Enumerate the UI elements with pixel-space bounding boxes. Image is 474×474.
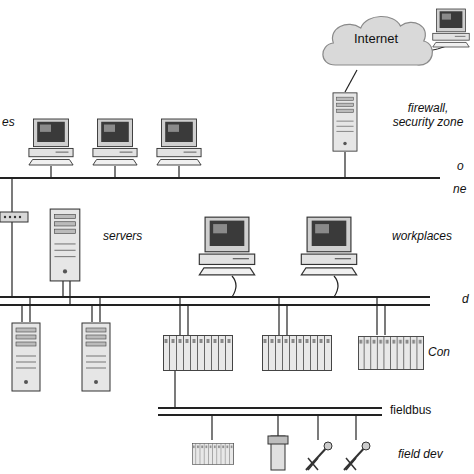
cable xyxy=(345,70,357,92)
group-label: servers xyxy=(103,230,142,244)
cloud-label: Internet xyxy=(354,31,398,46)
cable xyxy=(278,297,279,335)
field-valve xyxy=(344,442,370,470)
cable xyxy=(384,305,385,335)
cable xyxy=(11,178,12,212)
cut-label: d xyxy=(462,293,469,307)
cable xyxy=(187,305,188,335)
cable xyxy=(277,415,278,436)
cable xyxy=(11,222,12,298)
workplace-pc xyxy=(199,217,254,275)
cable xyxy=(69,280,70,305)
cut-label: es xyxy=(2,116,15,130)
plant-bus xyxy=(0,304,430,306)
cable xyxy=(355,415,356,440)
fieldbus-line xyxy=(158,414,382,416)
remote-pc xyxy=(433,9,469,47)
field-io-rack xyxy=(192,444,233,465)
cable xyxy=(317,415,318,440)
cable xyxy=(91,305,92,322)
cable xyxy=(99,297,100,322)
office-pc xyxy=(93,119,137,165)
cable xyxy=(178,166,179,178)
group-label: field dev xyxy=(398,448,443,462)
firewall-server xyxy=(333,93,357,151)
plant-bus xyxy=(0,296,430,298)
cable xyxy=(29,297,30,322)
controller-rack xyxy=(358,337,423,370)
workplace-pc xyxy=(301,217,356,275)
cable xyxy=(286,305,287,335)
cut-label: o xyxy=(457,160,464,174)
group-label: workplaces xyxy=(392,230,452,244)
cable xyxy=(174,371,175,408)
office-bus xyxy=(0,177,440,179)
cable xyxy=(50,166,51,178)
cable xyxy=(334,276,338,297)
cut-label: ne xyxy=(453,183,466,197)
cable xyxy=(179,297,180,335)
fieldbus-line xyxy=(158,407,382,409)
cable xyxy=(344,152,345,178)
office-pc xyxy=(29,119,73,165)
cable xyxy=(211,415,212,440)
server-tower xyxy=(50,209,80,281)
zone-label: firewall, security zone xyxy=(386,102,470,130)
office-pc xyxy=(157,119,201,165)
network-wires xyxy=(0,44,450,440)
cable xyxy=(114,166,115,178)
cable xyxy=(62,280,63,297)
cable xyxy=(376,297,377,335)
network-hub xyxy=(0,212,28,222)
cable xyxy=(232,276,236,297)
controller-rack xyxy=(263,336,332,371)
controller-rack xyxy=(164,336,233,371)
field-transmitter xyxy=(268,436,288,470)
field-valve xyxy=(306,442,332,470)
server-tower xyxy=(12,323,40,391)
cable xyxy=(21,305,22,322)
cut-label: Con xyxy=(428,346,450,360)
server-tower xyxy=(82,323,110,391)
bus-label: fieldbus xyxy=(390,404,431,418)
cloud-node: Internet xyxy=(315,10,437,72)
